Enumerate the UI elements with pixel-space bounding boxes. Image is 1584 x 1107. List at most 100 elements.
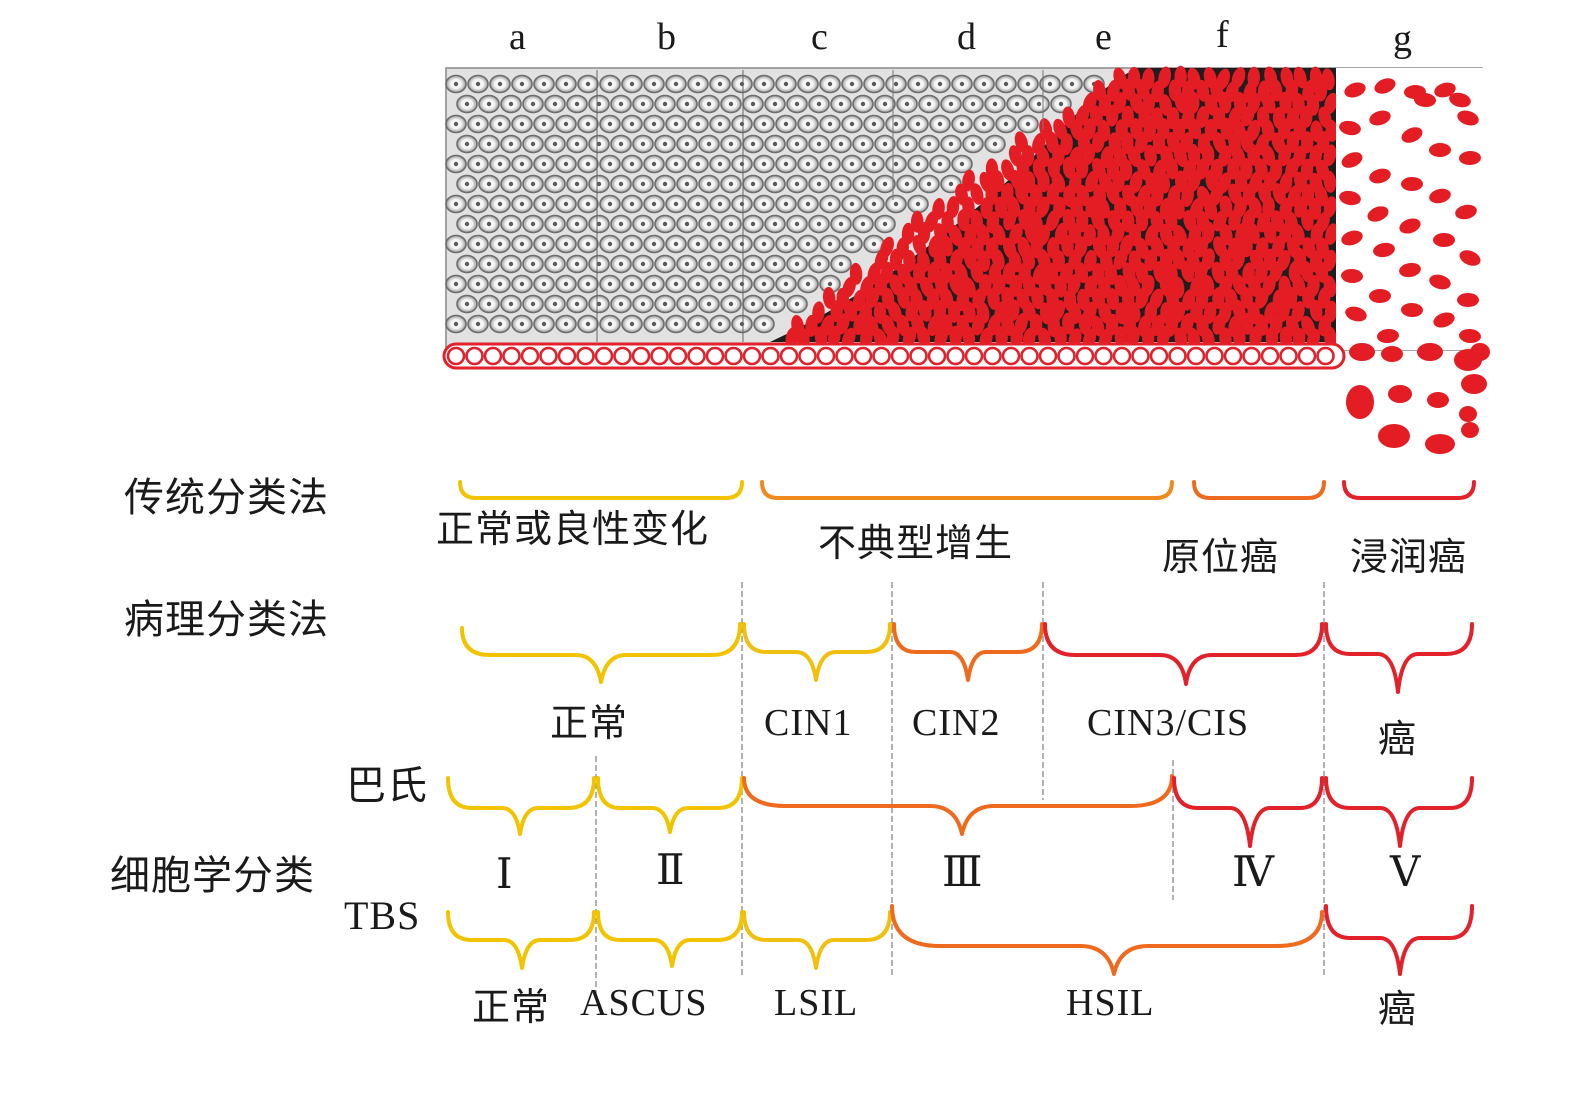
invasive-cell (1449, 92, 1471, 108)
dysplastic-cell (1054, 275, 1067, 298)
dysplastic-cell (1279, 91, 1292, 114)
dysplastic-cell (1317, 286, 1331, 309)
invasive-cell (1459, 150, 1481, 166)
cell-nucleus (618, 181, 624, 187)
cell-nucleus (772, 101, 778, 107)
dysplastic-cell (1105, 104, 1119, 127)
cell-nucleus (794, 301, 800, 307)
cell-nucleus (728, 261, 734, 267)
dysplastic-cell (917, 325, 931, 348)
membrane-cell (1094, 346, 1113, 366)
invasive-cell (1414, 92, 1436, 108)
cell-nucleus (662, 301, 668, 307)
dysplastic-cell (1165, 157, 1179, 180)
cell-nucleus (915, 161, 921, 167)
cell-nucleus (992, 141, 998, 147)
invasive-cell (1429, 188, 1451, 204)
cell-nucleus (629, 121, 635, 127)
cell-nucleus (563, 81, 569, 87)
invasive-cell (1459, 250, 1481, 266)
membrane-cell (816, 346, 836, 366)
invading-cell (1388, 385, 1412, 403)
invasive-cell (1339, 190, 1361, 206)
membrane-cell (613, 346, 632, 366)
cell-nucleus (508, 141, 514, 147)
membrane-cell (1149, 346, 1169, 366)
dysplastic-cell (1060, 133, 1073, 156)
cell-nucleus (563, 281, 569, 287)
dysplastic-cell (1240, 312, 1254, 335)
bracket-atypical (760, 480, 1174, 500)
cell-nucleus (519, 121, 525, 127)
cell-nucleus (695, 241, 701, 247)
cell-nucleus (497, 281, 503, 287)
cell-nucleus (728, 181, 734, 187)
cell-nucleus (596, 301, 602, 307)
cell-nucleus (497, 161, 503, 167)
cell-nucleus (607, 121, 613, 127)
membrane-cell (1168, 346, 1187, 366)
cell-nucleus (629, 161, 635, 167)
invasive-cell (1339, 120, 1361, 136)
row-label-pap: 巴氏 (346, 763, 428, 809)
dysplastic-cell (1272, 235, 1285, 258)
cell-nucleus (937, 121, 943, 127)
invasive-cell (1345, 306, 1367, 322)
cell-nucleus (640, 101, 646, 107)
invasive-cell (1367, 206, 1389, 222)
cell-nucleus (585, 201, 591, 207)
cell-nucleus (585, 241, 591, 247)
cell-nucleus (871, 121, 877, 127)
dysplastic-cell (1015, 182, 1029, 205)
dysplastic-cell (1240, 105, 1255, 127)
membrane-cell (1242, 346, 1261, 366)
dysplastic-cell (1134, 131, 1149, 154)
cell-nucleus (849, 241, 855, 247)
dysplastic-cell (1278, 144, 1292, 167)
invasive-cell (1399, 218, 1421, 234)
invasive-cell (1344, 82, 1366, 98)
cell-nucleus (838, 181, 844, 187)
cell-nucleus (717, 321, 723, 327)
cell-nucleus (508, 101, 514, 107)
tbs-hsil: HSIL (1066, 982, 1155, 1024)
dysplastic-cell (1106, 182, 1120, 205)
cell-nucleus (574, 221, 580, 227)
membrane-cell (1038, 346, 1058, 366)
membrane-cell (761, 346, 780, 366)
cell-nucleus (948, 181, 954, 187)
cell-nucleus (662, 261, 668, 267)
invasive-cell (1401, 127, 1423, 143)
cell-nucleus (706, 181, 712, 187)
cell-nucleus (684, 221, 690, 227)
row-label-cytology: 细胞学分类 (110, 853, 315, 899)
cell-nucleus (893, 121, 899, 127)
cell-nucleus (717, 281, 723, 287)
dysplastic-cell (1106, 288, 1120, 311)
dysplastic-cell (1157, 325, 1170, 348)
cell-nucleus (618, 141, 624, 147)
invasive-cell (1429, 274, 1451, 290)
dysplastic-cell (1046, 209, 1060, 232)
brace-pap-ii (596, 776, 744, 834)
cell-nucleus (464, 301, 470, 307)
dysplastic-cell (1061, 234, 1074, 257)
cell-nucleus (805, 241, 811, 247)
dysplastic-cell (1075, 105, 1090, 127)
dividers (595, 582, 1325, 1000)
cell-nucleus (585, 81, 591, 87)
dysplastic-cell (1129, 92, 1144, 114)
invasive-cell (1341, 230, 1363, 246)
cell-nucleus (684, 101, 690, 107)
cell-nucleus (827, 201, 833, 207)
invading-cell (1461, 422, 1479, 438)
cell-nucleus (673, 201, 679, 207)
invading-cell (1346, 385, 1374, 419)
dysplastic-cell (1255, 287, 1269, 309)
cell-nucleus (926, 141, 932, 147)
cell-nucleus (1047, 81, 1053, 87)
membrane-cell (1223, 346, 1243, 366)
cell-nucleus (629, 201, 635, 207)
cell-nucleus (860, 141, 866, 147)
cell-nucleus (816, 141, 822, 147)
